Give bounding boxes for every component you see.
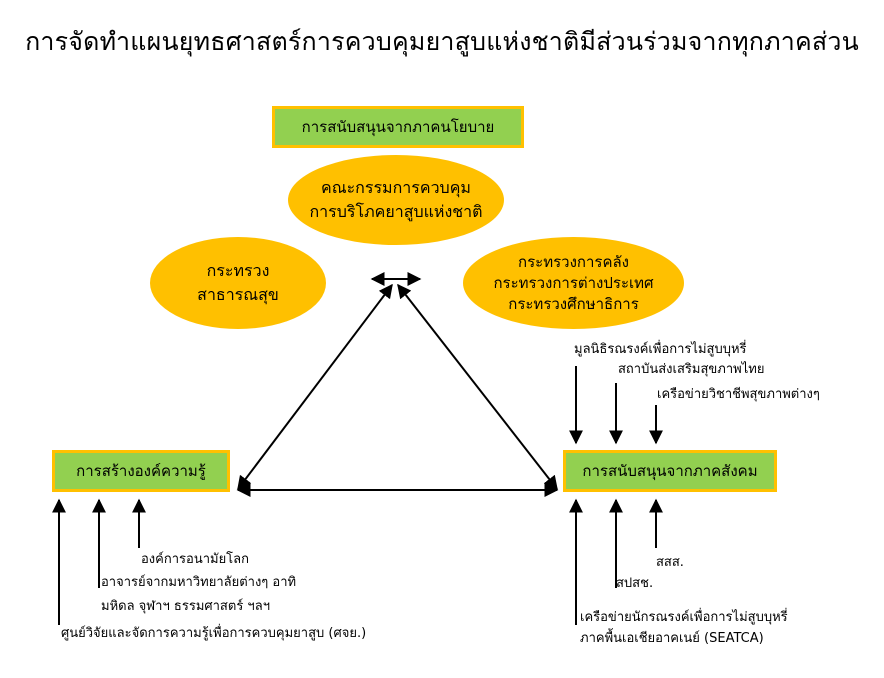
social-input-seatca-line-1: เครือข่ายนักรณรงค์เพื่อการไม่สูบบุหรี่ [580,610,788,625]
knowledge-input-who: องค์การอนามัยโลก [141,552,250,567]
social-input-sss: สสส. [656,555,684,570]
ministries-line-1: กระทรวงการคลัง [518,252,629,271]
knowledge-input-universities-line-2: มหิดล จุฬาฯ ธรรมศาสตร์ ฯลฯ [101,599,270,614]
social-input-foundation: มูลนิธิรณรงค์เพื่อการไม่สูบบุหรี่ [574,342,747,357]
diagram-title: การจัดทำแผนยุทธศาสตร์การควบคุมยาสูบแห่งช… [25,27,859,56]
committee-ellipse: คณะกรรมการควบคุม การบริโภคยาสูบแห่งชาติ [288,155,504,245]
knowledge-input-universities-line-1: อาจารย์จากมหาวิทยาลัยต่างๆ อาทิ [101,575,297,590]
policy-support-box: การสนับสนุนจากภาคนโยบาย [272,106,524,148]
ministries-line-3: กระทรวงศึกษาธิการ [508,294,639,313]
arrow-policy-social [397,283,558,491]
ministries-ellipse: กระทรวงการคลัง กระทรวงการต่างประเทศ กระท… [463,237,684,329]
arrow-policy-knowledge [237,283,393,491]
social-support-box: การสนับสนุนจากภาคสังคม [563,450,777,492]
committee-line-2: การบริโภคยาสูบแห่งชาติ [309,202,483,221]
public-health-line-1: กระทรวง [206,261,270,280]
public-health-ellipse: กระทรวง สาธารณสุข [150,237,326,329]
social-input-spsch: สปสช. [616,576,654,591]
ministries-line-2: กระทรวงการต่างประเทศ [493,273,654,292]
social-input-health-network: เครือข่ายวิชาชีพสุขภาพต่างๆ [657,387,820,402]
knowledge-input-trc: ศูนย์วิจัยและจัดการความรู้เพื่อการควบคุม… [61,626,367,641]
social-input-institute: สถาบันส่งเสริมสุขภาพไทย [618,362,765,377]
social-input-seatca-line-2: ภาคพื้นเอเชียอาคเนย์ (SEATCA) [580,631,764,646]
committee-line-1: คณะกรรมการควบคุม [321,178,471,197]
public-health-line-2: สาธารณสุข [197,285,279,304]
knowledge-building-box: การสร้างองค์ความรู้ [52,450,230,492]
